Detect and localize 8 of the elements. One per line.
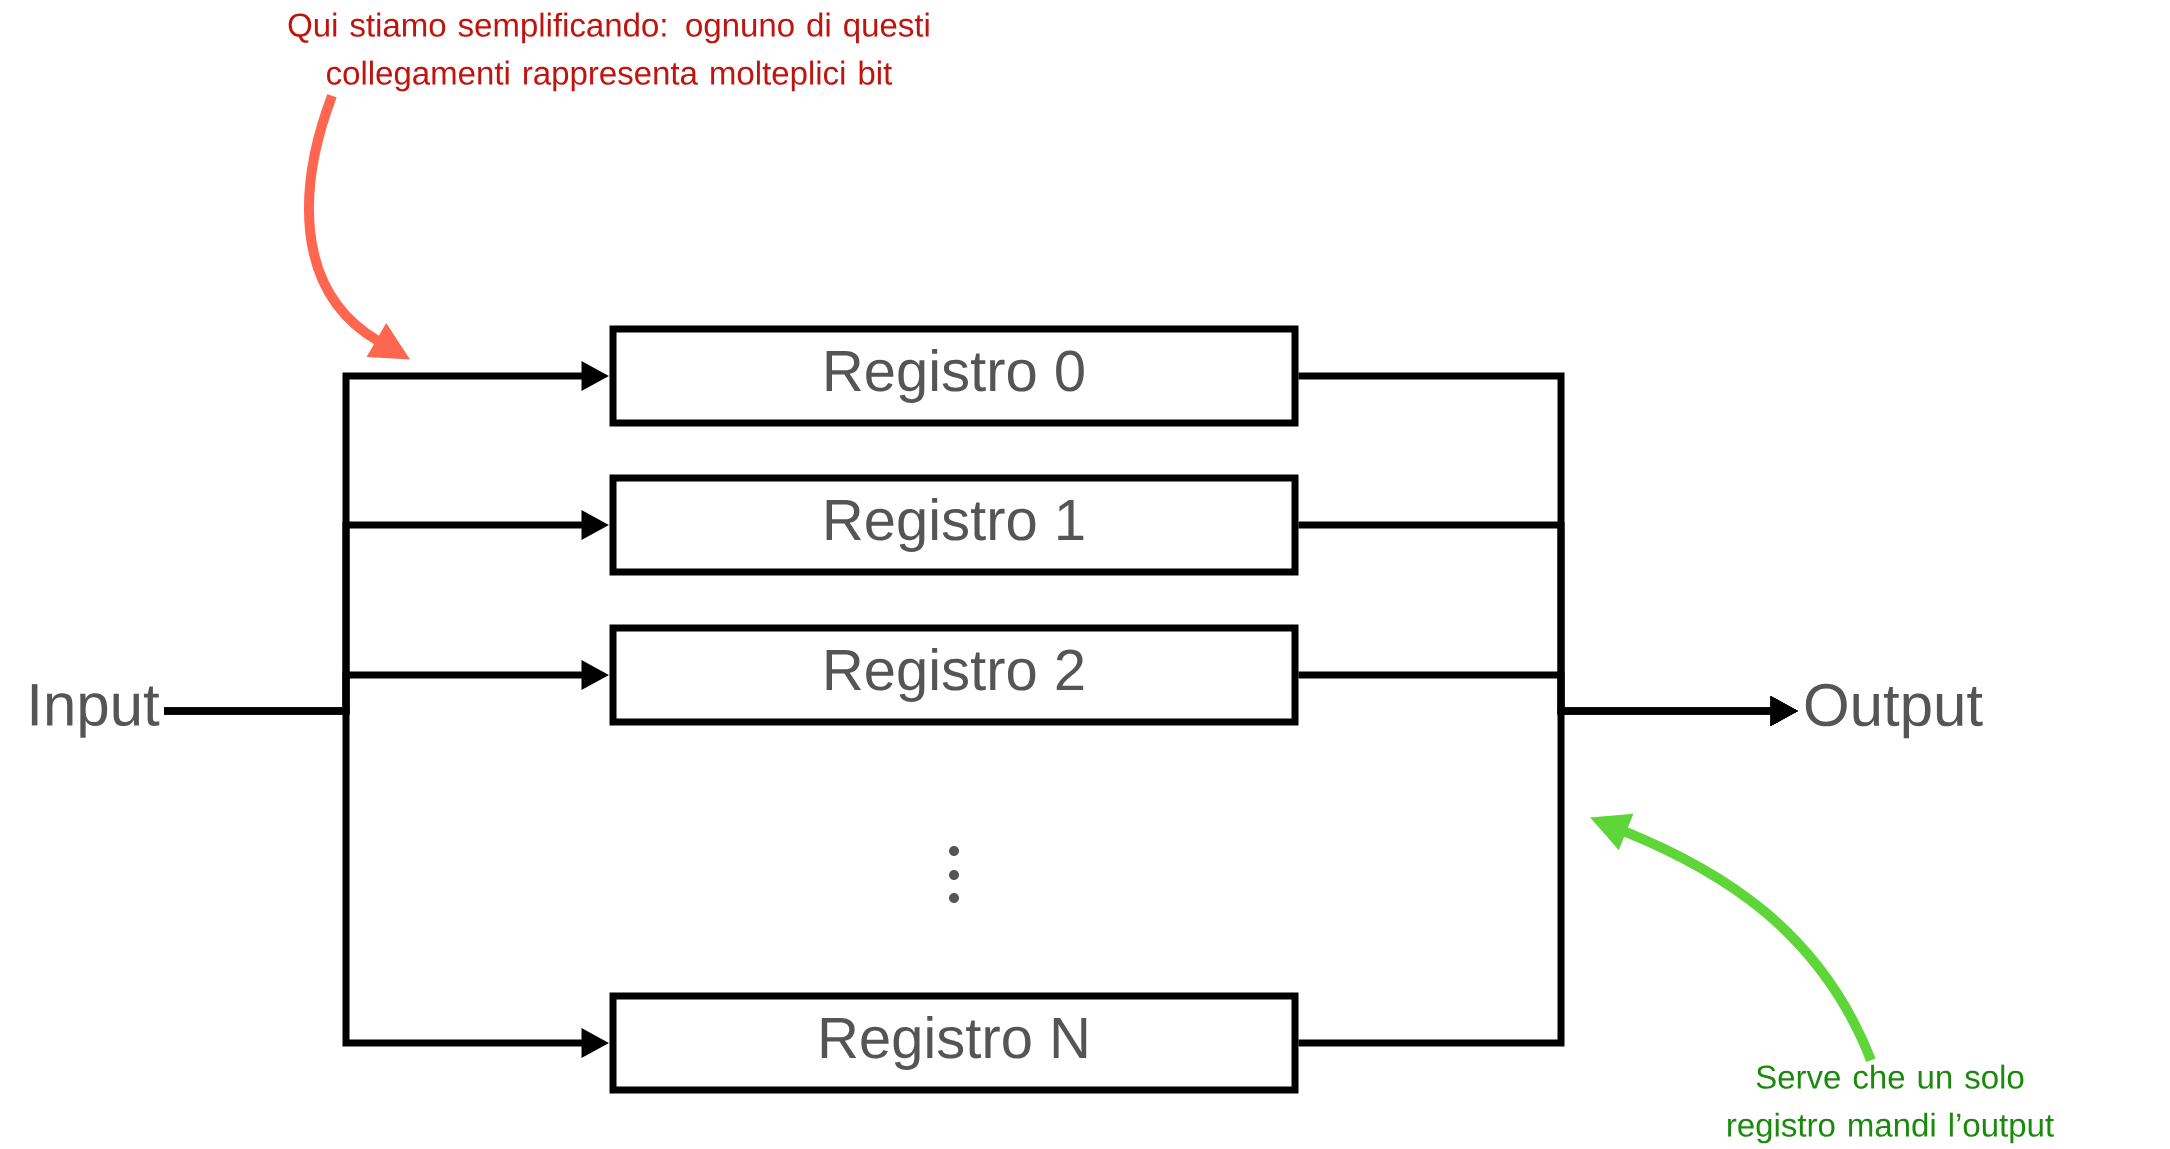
register-box: Registro 1 [609,474,1299,576]
register-box: Registro 2 [609,624,1299,726]
input-label: Input [31,684,160,738]
register-box: Registro 0 [609,325,1299,427]
register-box: Registro N [609,992,1299,1094]
output-label: Output [1805,683,1983,739]
annotation-text: Qui stiamo semplificando: ognuno di questi collegamenti rappresenta molteplici bit [288,12,929,92]
annotation-text: Serve che un solo registro mandi l’output [1728,1064,2054,1144]
